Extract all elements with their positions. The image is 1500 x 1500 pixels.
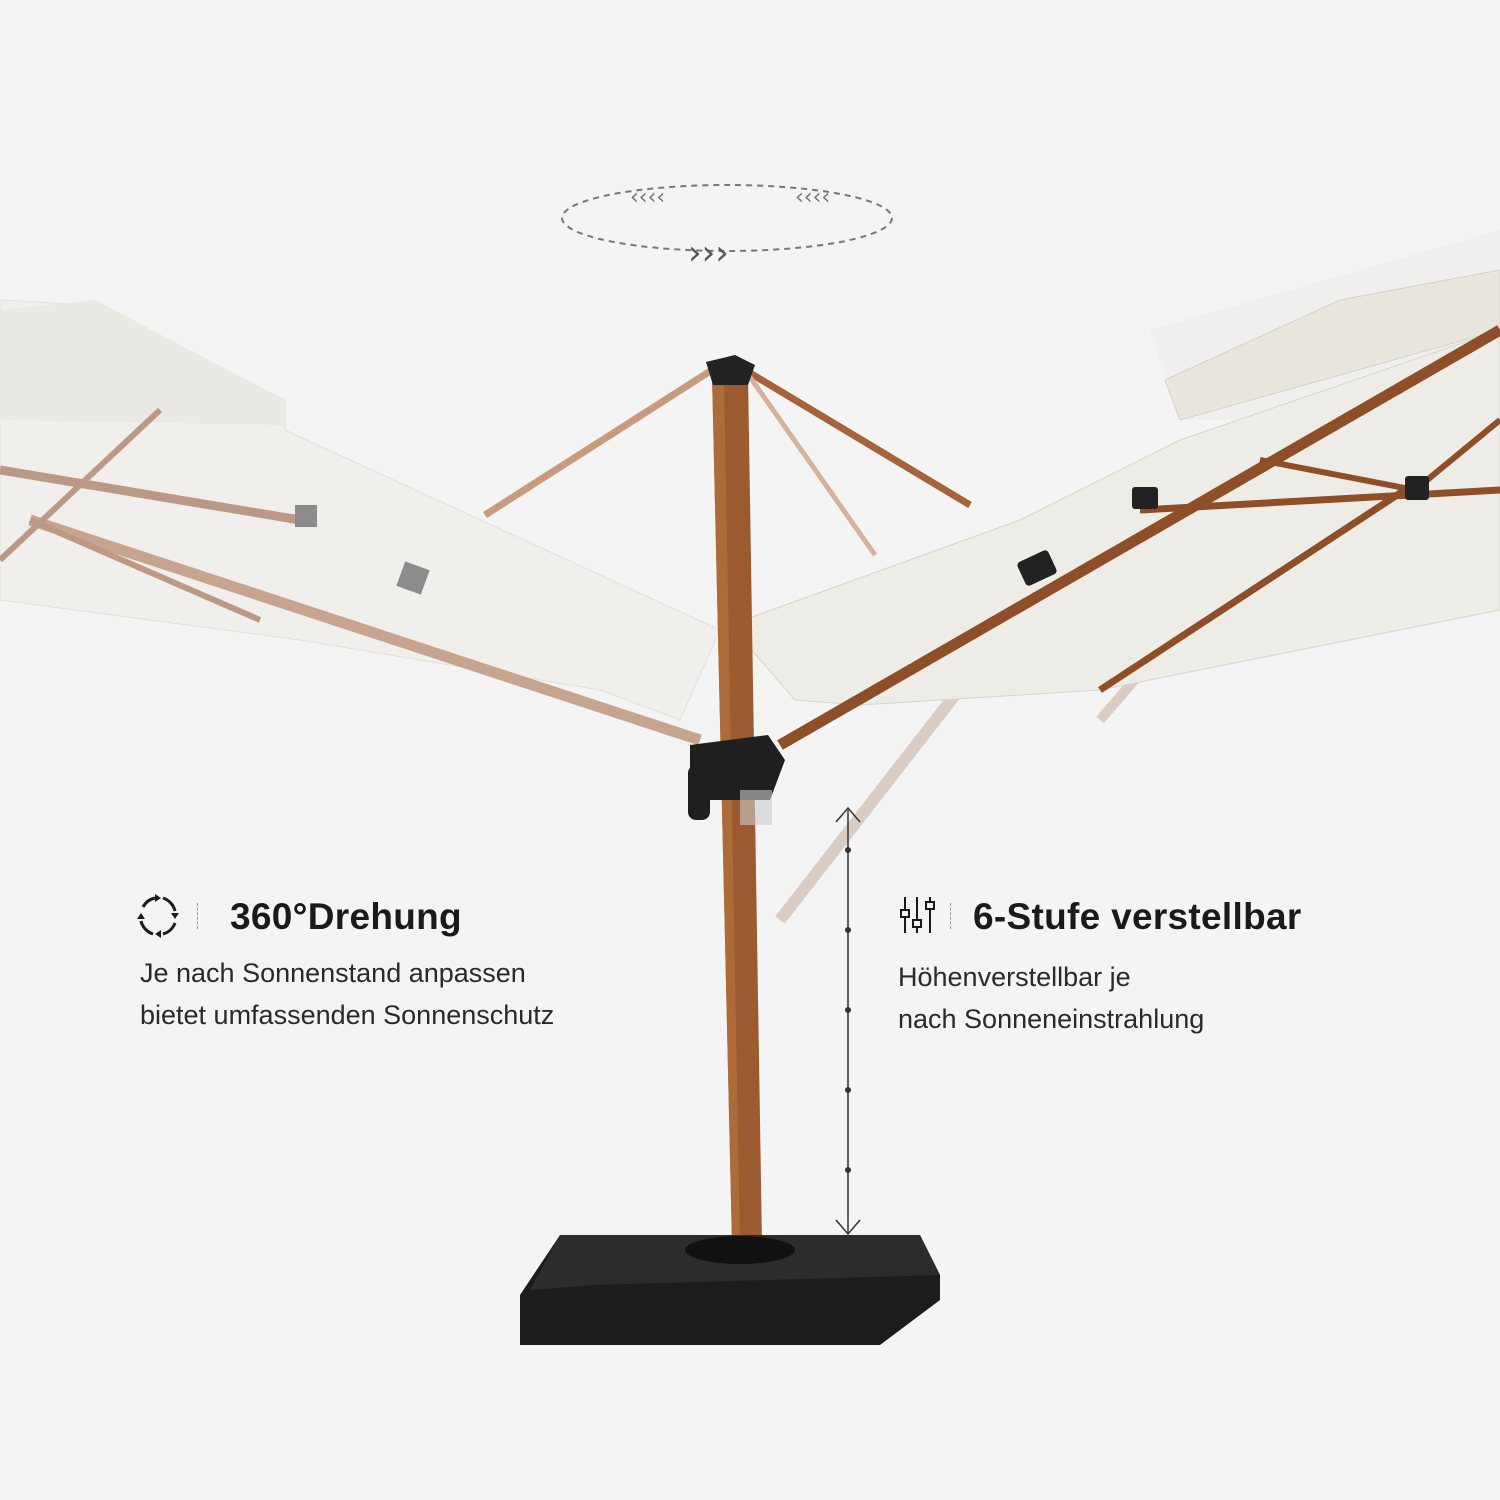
divider — [197, 903, 198, 929]
weight-base — [520, 1235, 940, 1345]
left-canopy — [0, 299, 721, 746]
sliders-icon — [900, 897, 935, 933]
feature-line: bietet umfassenden Sonnenschutz — [140, 1000, 555, 1030]
pole — [688, 355, 785, 1245]
svg-text:‹‹‹‹: ‹‹‹‹ — [795, 185, 830, 210]
rotate-icon — [137, 894, 179, 938]
rotation-indicator: ‹‹‹‹ ‹‹‹‹ ››› — [561, 184, 893, 273]
svg-text:›››: ››› — [688, 233, 729, 273]
feature-title: 360°Drehung — [230, 896, 462, 937]
divider — [950, 903, 951, 929]
feature-line: nach Sonneneinstrahlung — [898, 1004, 1205, 1034]
right-canopy — [729, 269, 1500, 750]
height-adjust-arrow — [835, 806, 861, 1236]
feature-line: Je nach Sonnenstand anpassen — [140, 958, 526, 988]
feature-line: Höhenverstellbar je — [898, 962, 1131, 992]
svg-text:‹‹‹‹: ‹‹‹‹ — [630, 185, 665, 210]
feature-title: 6-Stufe verstellbar — [973, 896, 1302, 937]
